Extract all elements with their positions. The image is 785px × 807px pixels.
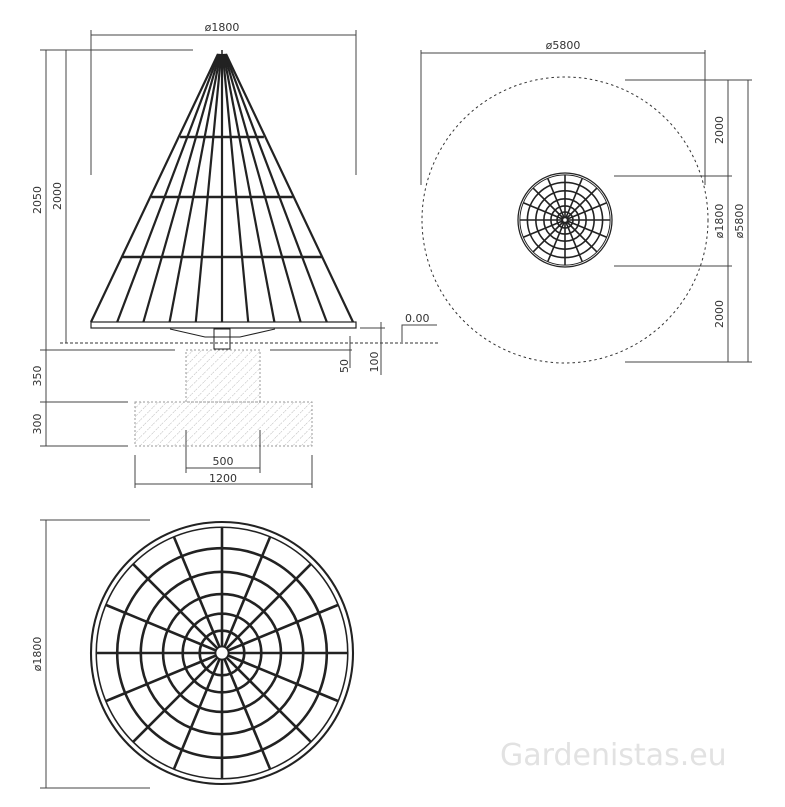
cone-rope	[225, 53, 354, 323]
net-spoke	[105, 651, 223, 703]
foundation-upper	[185, 349, 261, 403]
center-hub	[214, 645, 230, 661]
net-spoke	[564, 219, 598, 253]
net-spoke	[172, 652, 224, 770]
net-spoke	[132, 563, 223, 654]
cone-rope	[221, 53, 250, 323]
zone-height-label: ø5800	[733, 204, 746, 239]
top-diameter-label: ø1800	[31, 637, 44, 672]
net-plan-large	[89, 520, 355, 786]
outer-ring	[89, 520, 355, 786]
dim-foundation-bottom-width-label: 1200	[209, 472, 237, 485]
net-spoke	[172, 536, 224, 654]
net-spoke	[532, 187, 566, 221]
cone-rope	[168, 53, 222, 323]
dim-foundation-bottom-depth-label: 300	[31, 414, 44, 435]
cone-rope	[142, 53, 221, 323]
net-spoke	[221, 652, 312, 743]
dim-clearance-50-label: 50	[338, 359, 351, 373]
cone-rope	[223, 53, 302, 323]
net-spoke	[220, 536, 272, 654]
base-support	[169, 328, 276, 338]
watermark: Gardenistas.eu	[500, 738, 727, 773]
dimension-lines	[40, 519, 150, 789]
dim-height-label: 2000	[51, 182, 64, 210]
net-plan-small	[517, 172, 613, 268]
net-spoke	[523, 219, 566, 239]
net-spoke	[132, 652, 223, 743]
cone-rope	[194, 53, 223, 323]
clearance-bottom-label: 2000	[713, 300, 726, 328]
dim-foundation-top-depth-label: 350	[31, 366, 44, 387]
net-spoke	[564, 201, 607, 221]
zone-diameter-label: ø5800	[546, 39, 581, 52]
net-spoke	[564, 178, 584, 221]
clearance-top-label: 2000	[713, 116, 726, 144]
cone-rope	[224, 53, 328, 323]
dimension-lines	[40, 30, 437, 488]
side-view: ø1800 2050 2000 350 300 500 1200 50 100 …	[31, 21, 440, 488]
net-spoke	[532, 219, 566, 253]
dim-clearance-100-label: 100	[368, 352, 381, 373]
dim-diameter-label: ø1800	[205, 21, 240, 34]
net-spoke	[546, 178, 566, 221]
center-post	[213, 328, 231, 350]
net-spoke	[564, 187, 598, 221]
device-diameter-label: ø1800	[713, 204, 726, 239]
net-spoke	[220, 652, 272, 770]
outer-ring	[517, 172, 613, 268]
net-spoke	[564, 219, 584, 262]
net-spoke	[546, 219, 566, 262]
cone-frame	[90, 50, 354, 323]
safety-zone-plan: ø5800 2000 ø1800 2000 ø5800	[420, 39, 752, 364]
net-spoke	[221, 563, 312, 654]
foundation-lower	[134, 401, 313, 447]
dim-foundation-top-width-label: 500	[213, 455, 234, 468]
net-spoke	[523, 201, 566, 221]
center-hub	[562, 217, 568, 223]
cone-rope	[116, 53, 220, 323]
net-spoke	[221, 651, 339, 703]
cone-rope	[90, 53, 219, 323]
cone-rope	[222, 53, 276, 323]
dim-total-height-label: 2050	[31, 186, 44, 214]
base-ring	[90, 321, 357, 329]
top-view: ø1800	[31, 519, 355, 789]
level-label: 0.00	[405, 312, 430, 325]
net-spoke	[221, 603, 339, 655]
dimension-lines	[420, 50, 752, 363]
safety-zone-circle	[421, 76, 709, 364]
net-spoke	[564, 219, 607, 239]
net-spoke	[105, 603, 223, 655]
